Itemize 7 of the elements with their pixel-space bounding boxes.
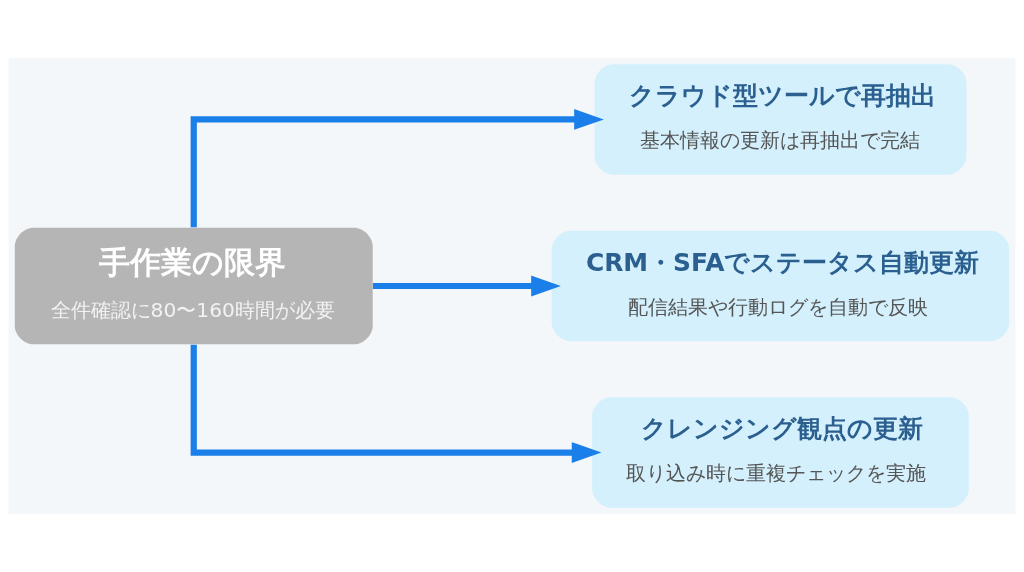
node-box: CRM・SFAでステータス自動更新 配信結果や行動ログを自動で反映 — [551, 230, 1010, 342]
arrow — [190, 109, 604, 228]
node-box: 手作業の限界 全件確認に80〜160時間が必要 — [14, 227, 373, 345]
node-box: クラウド型ツールで再抽出 基本情報の更新は再抽出で完結 — [594, 64, 967, 175]
arrow — [372, 275, 561, 297]
arrow — [190, 344, 602, 463]
node-box: クレンジング観点の更新 取り込み時に重複チェックを実施 — [592, 397, 969, 508]
